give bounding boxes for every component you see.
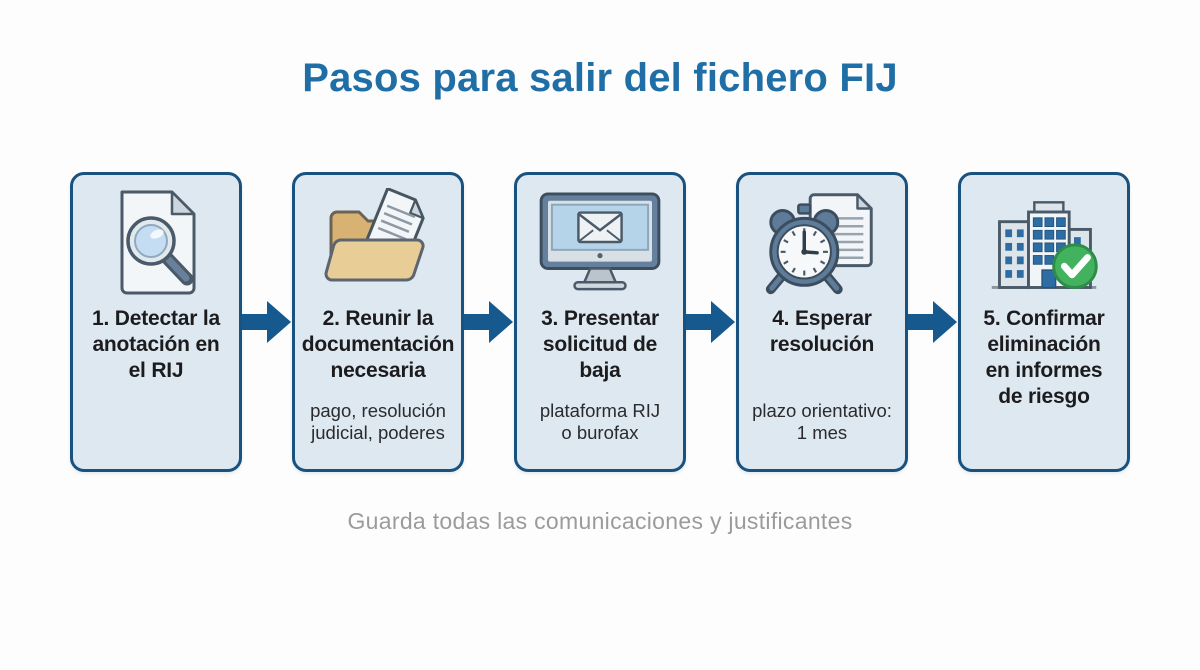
monitor-email-icon <box>535 185 665 299</box>
arrow-right-icon <box>908 301 957 343</box>
step-card-4: 4. Esperar resolución plazo orientativo:… <box>736 172 908 472</box>
step-card-5: 5. Confirmar eliminación en informes de … <box>958 172 1130 472</box>
step-title: 5. Confirmar eliminación en informes de … <box>983 307 1105 409</box>
step-title: 1. Detectar la anotación en el RIJ <box>92 307 220 383</box>
step-subtitle: plazo orientativo: 1 mes <box>752 399 892 444</box>
step-card-2: 2. Reunir la documentación necesaria pag… <box>292 172 464 472</box>
building-check-icon <box>984 185 1104 299</box>
alarm-clock-document-icon <box>757 185 887 299</box>
document-search-icon <box>106 185 206 299</box>
step-subtitle: pago, resolución judicial, poderes <box>310 399 446 444</box>
step-title: 2. Reunir la documentación necesaria <box>301 307 455 383</box>
arrow-right-icon <box>686 301 735 343</box>
arrow-right-icon <box>464 301 513 343</box>
step-title: 3. Presentar solicitud de baja <box>541 307 659 383</box>
folder-documents-icon <box>319 185 437 299</box>
arrow-right-icon <box>242 301 291 343</box>
step-title: 4. Esperar resolución <box>769 307 875 357</box>
step-card-3: 3. Presentar solicitud de baja plataform… <box>514 172 686 472</box>
footer-note: Guarda todas las comunicaciones y justif… <box>347 508 853 534</box>
step-card-1: 1. Detectar la anotación en el RIJ <box>70 172 242 472</box>
step-subtitle: plataforma RIJ o burofax <box>539 399 661 444</box>
page-title: Pasos para salir del fichero FIJ <box>302 56 898 100</box>
steps-flow-row: 1. Detectar la anotación en el RIJ <box>0 172 1200 472</box>
